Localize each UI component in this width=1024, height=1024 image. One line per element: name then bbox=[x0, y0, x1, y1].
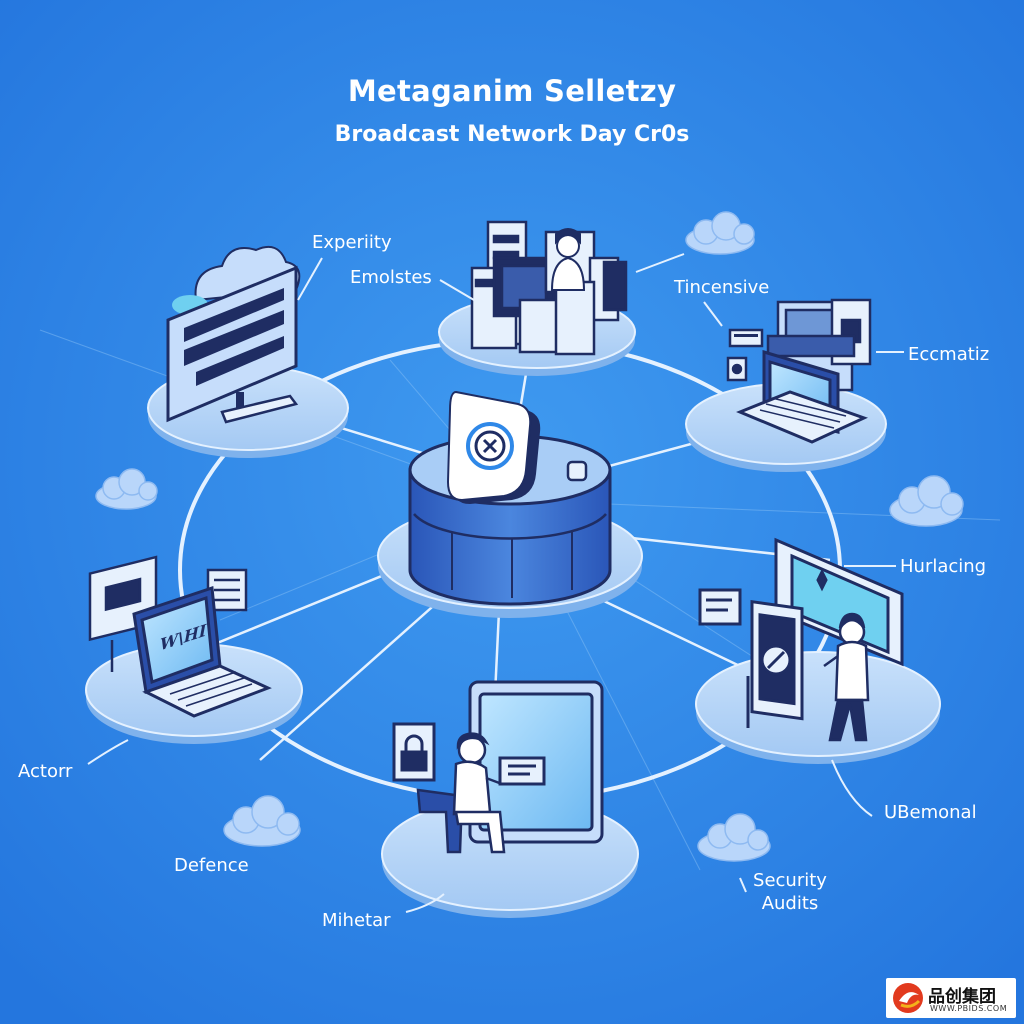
laptop-icon bbox=[132, 585, 272, 718]
brand-name: 品创集团 bbox=[928, 987, 996, 1007]
platform-monitor bbox=[147, 246, 349, 458]
laptop-icon bbox=[736, 349, 868, 444]
label-security-audits-line2: Audits bbox=[761, 893, 819, 914]
brand-emblem-icon bbox=[893, 983, 923, 1013]
diagram-subtitle: Broadcast Network Day Cr0s bbox=[334, 122, 690, 147]
lock-icon bbox=[392, 722, 436, 782]
label-security-audits: Security Audits bbox=[740, 869, 840, 915]
label-emolstes: Emolstes bbox=[350, 267, 432, 288]
label-ubemonal: UBemonal bbox=[884, 802, 977, 823]
platform-presenter bbox=[695, 537, 941, 764]
label-mihetar: Mihetar bbox=[322, 910, 391, 931]
label-hurlacing: Hurlacing bbox=[900, 556, 987, 577]
platform-building bbox=[438, 220, 636, 376]
label-security-audits-line1: Security bbox=[753, 870, 827, 891]
label-defence: Defence bbox=[174, 855, 249, 876]
cloud-icon bbox=[889, 475, 964, 527]
label-eccmatiz: Eccmatiz bbox=[908, 344, 990, 365]
person-icon bbox=[823, 612, 870, 742]
platform-laptop-left bbox=[85, 555, 303, 744]
monitor-icon bbox=[166, 265, 299, 424]
platform-workstation bbox=[381, 680, 639, 918]
label-actorr: Actorr bbox=[18, 761, 73, 782]
label-tincensive: Tincensive bbox=[674, 277, 770, 298]
cloud-icon bbox=[685, 211, 755, 255]
person-icon bbox=[416, 732, 506, 854]
person-icon bbox=[550, 228, 586, 291]
brand-logo: 品创集团 WWW.PBIDS.COM bbox=[886, 978, 1016, 1018]
label-pointers bbox=[87, 253, 904, 913]
cloud-icon bbox=[95, 468, 158, 510]
label-experiity: Experiity bbox=[312, 232, 392, 253]
central-hub bbox=[377, 390, 643, 618]
diagram-title: Metaganim Selletzy bbox=[347, 74, 677, 108]
cloud-icon bbox=[697, 813, 771, 862]
shield-icon bbox=[446, 390, 541, 504]
brand-url: WWW.PBIDS.COM bbox=[930, 1004, 1008, 1013]
platform-laptop-right bbox=[685, 298, 887, 472]
cloud-icon bbox=[223, 795, 301, 847]
